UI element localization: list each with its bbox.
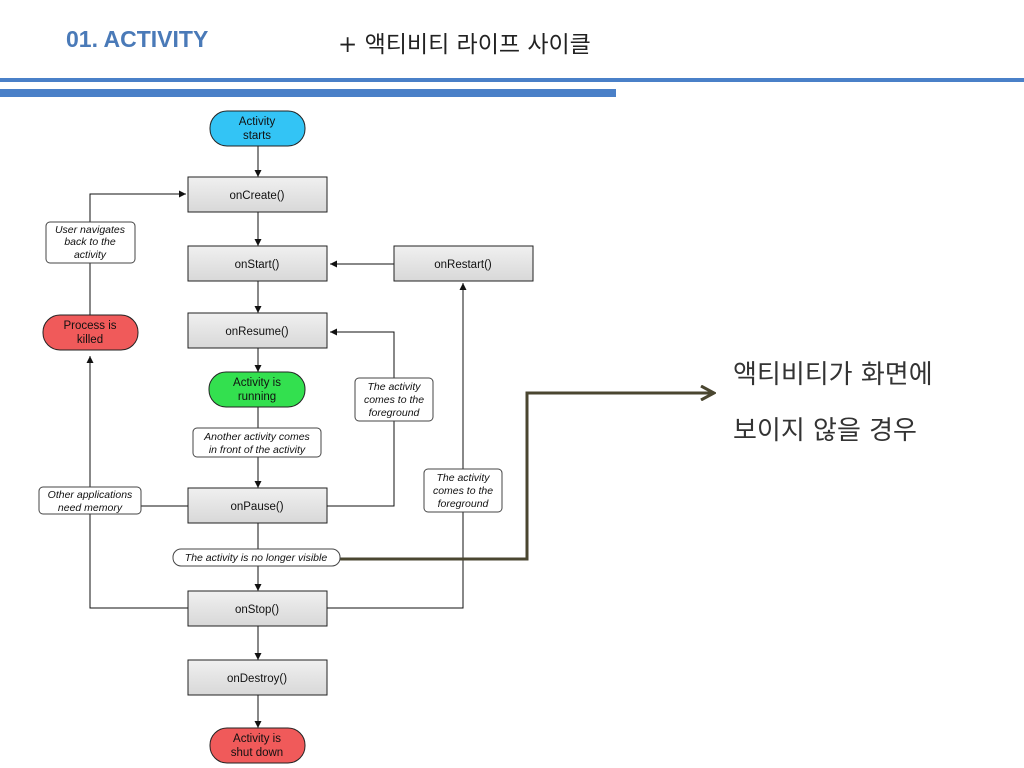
not-visible-arrow <box>340 393 714 561</box>
svg-text:onDestroy(): onDestroy() <box>227 673 287 685</box>
header-rule-thick <box>0 89 616 97</box>
svg-text:onCreate(): onCreate() <box>230 190 285 202</box>
header-rule-thin <box>0 78 1024 82</box>
edge-stop-killed <box>86 356 188 609</box>
not-visible-note-line2: 보이지 않을 경우 <box>733 416 917 446</box>
on-start-node: onStart() <box>187 245 328 282</box>
svg-text:onRestart(): onRestart() <box>434 259 492 271</box>
on-restart-node: onRestart() <box>393 245 534 282</box>
svg-text:onStop(): onStop() <box>235 604 279 616</box>
svg-text:onPause(): onPause() <box>230 501 283 513</box>
no-longer-visible-label: The activity is no longer visible <box>172 548 341 567</box>
svg-text:onStart(): onStart() <box>235 259 280 271</box>
section-title: 01. ACTIVITY <box>66 26 209 52</box>
edge-navigate-create <box>89 190 186 222</box>
on-destroy-node: onDestroy() <box>187 659 328 696</box>
edge-stop-label-restart <box>327 512 464 609</box>
svg-text:onResume(): onResume() <box>225 326 288 338</box>
svg-text:The activity is no longer visi: The activity is no longer visible <box>185 552 328 564</box>
not-visible-note-line1: 액티비티가 화면에 <box>733 360 933 390</box>
on-stop-node: onStop() <box>187 590 328 627</box>
page-subtitle: + 액티비티 라이프 사이클 <box>338 32 591 58</box>
on-resume-node: onResume() <box>187 312 328 349</box>
on-pause-node: onPause() <box>187 487 328 524</box>
on-create-node: onCreate() <box>187 176 328 213</box>
